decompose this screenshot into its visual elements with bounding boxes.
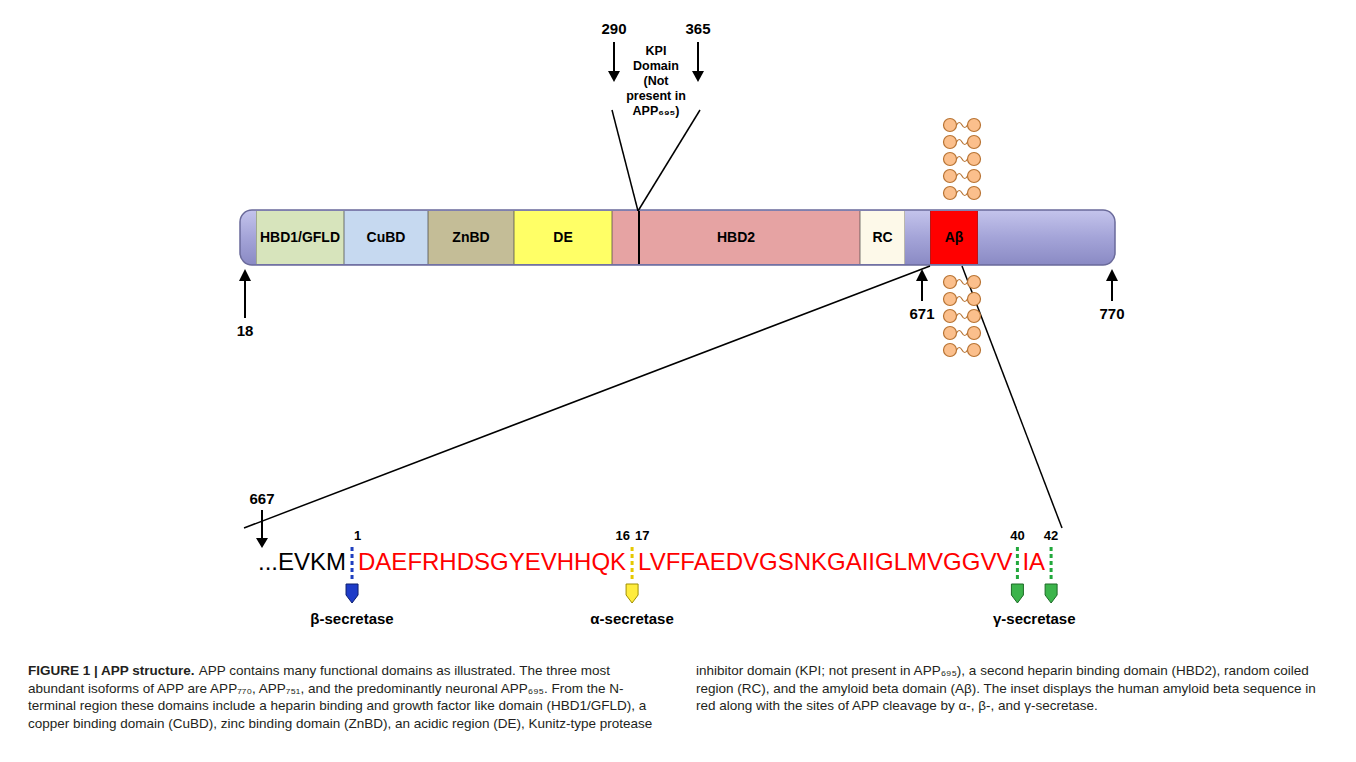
domain-label: Aβ [945, 229, 964, 246]
abeta-position: 1 [354, 528, 361, 544]
figure-caption: APP contains many functional domains as … [28, 663, 1316, 731]
cleavage-site-marker [1045, 584, 1057, 603]
position-arrow [697, 42, 699, 72]
position-arrow [244, 280, 246, 318]
position-arrow [921, 280, 923, 301]
domain-label: CuBD [367, 229, 406, 246]
residue-number: 290 [601, 20, 626, 38]
domain-label: HBD1/GFLD [260, 229, 340, 246]
glycan-pair [944, 310, 981, 323]
position-arrowhead [692, 71, 704, 82]
position-arrowhead [256, 538, 268, 548]
residue-number: 365 [685, 20, 710, 38]
domain-segment: CuBD [344, 211, 428, 264]
position-arrow [1111, 280, 1113, 301]
domain-segment: HBD1/GFLD [256, 211, 344, 264]
inset-zoom-line [962, 266, 1062, 528]
glycan-pair [944, 293, 981, 306]
abeta-position: 16 [616, 528, 630, 544]
caption-block: FIGURE 1 | APP structure.APP contains ma… [28, 662, 1328, 732]
sequence-line: ...EVKM DAEFRHDSGYEVHHQK LVFFAEDVGSNKGAIIG… [258, 548, 1045, 576]
cleavage-site-line [631, 547, 634, 582]
residue-number: 667 [249, 490, 274, 508]
secretase-label: β-secretase [310, 610, 393, 628]
position-arrowhead [608, 71, 620, 82]
cleavage-site-line [1016, 547, 1019, 582]
domain-label: DE [553, 229, 572, 246]
glycan-pair [944, 119, 981, 132]
cleavage-site-marker [346, 584, 358, 603]
cleavage-site-marker [1011, 584, 1023, 603]
glycan-pair [944, 170, 981, 183]
position-arrowhead [1106, 269, 1118, 281]
cleavage-site-line [351, 547, 354, 582]
domain-label: RC [872, 229, 892, 246]
abeta-position: 40 [1010, 528, 1024, 544]
glycan-pair [944, 327, 981, 340]
position-arrowhead [239, 269, 251, 281]
app-protein-bar [240, 210, 1115, 265]
amyloid-beta-sequence: LVFFAEDVGSNKGAIIGLMVGGVV [638, 548, 1012, 576]
inset-zoom-line [244, 266, 930, 528]
residue-number: 18 [237, 322, 254, 340]
secretase-label: α-secretase [590, 610, 673, 628]
amyloid-beta-sequence: IA [1022, 548, 1045, 576]
position-arrow [261, 510, 263, 539]
residue-number: 770 [1099, 305, 1124, 323]
glycan-pair [944, 136, 981, 149]
kpi-insert-arm [638, 110, 700, 211]
abeta-position: 17 [635, 528, 649, 544]
glycan-pair [944, 276, 981, 289]
amyloid-beta-sequence: DAEFRHDSGYEVHHQK [358, 548, 626, 576]
figure-title: FIGURE 1 | APP structure. [28, 663, 195, 678]
domain-segment: Aβ [930, 211, 978, 264]
glycan-pair [944, 344, 981, 357]
glycan-pair [944, 153, 981, 166]
domain-segment: RC [860, 211, 905, 264]
glycan-pair [944, 187, 981, 200]
abeta-position: 42 [1044, 528, 1058, 544]
cleavage-site-line [1050, 547, 1053, 582]
position-arrow [613, 42, 615, 72]
kpi-insert-arm [612, 110, 638, 211]
domain-label: HBD2 [717, 229, 755, 246]
domain-segment: DE [514, 211, 612, 264]
domain-label: ZnBD [452, 229, 489, 246]
residue-number: 671 [909, 305, 934, 323]
domain-segment: ZnBD [428, 211, 514, 264]
kpi-insert-line [638, 211, 640, 264]
kpi-domain-note: KPI Domain (Not present in APP₆₉₅) [624, 44, 688, 119]
domain-segment: HBD2 [612, 211, 860, 264]
flanking-sequence: ...EVKM [258, 548, 346, 576]
secretase-label: γ-secretase [993, 610, 1076, 628]
cleavage-site-marker [626, 584, 638, 603]
